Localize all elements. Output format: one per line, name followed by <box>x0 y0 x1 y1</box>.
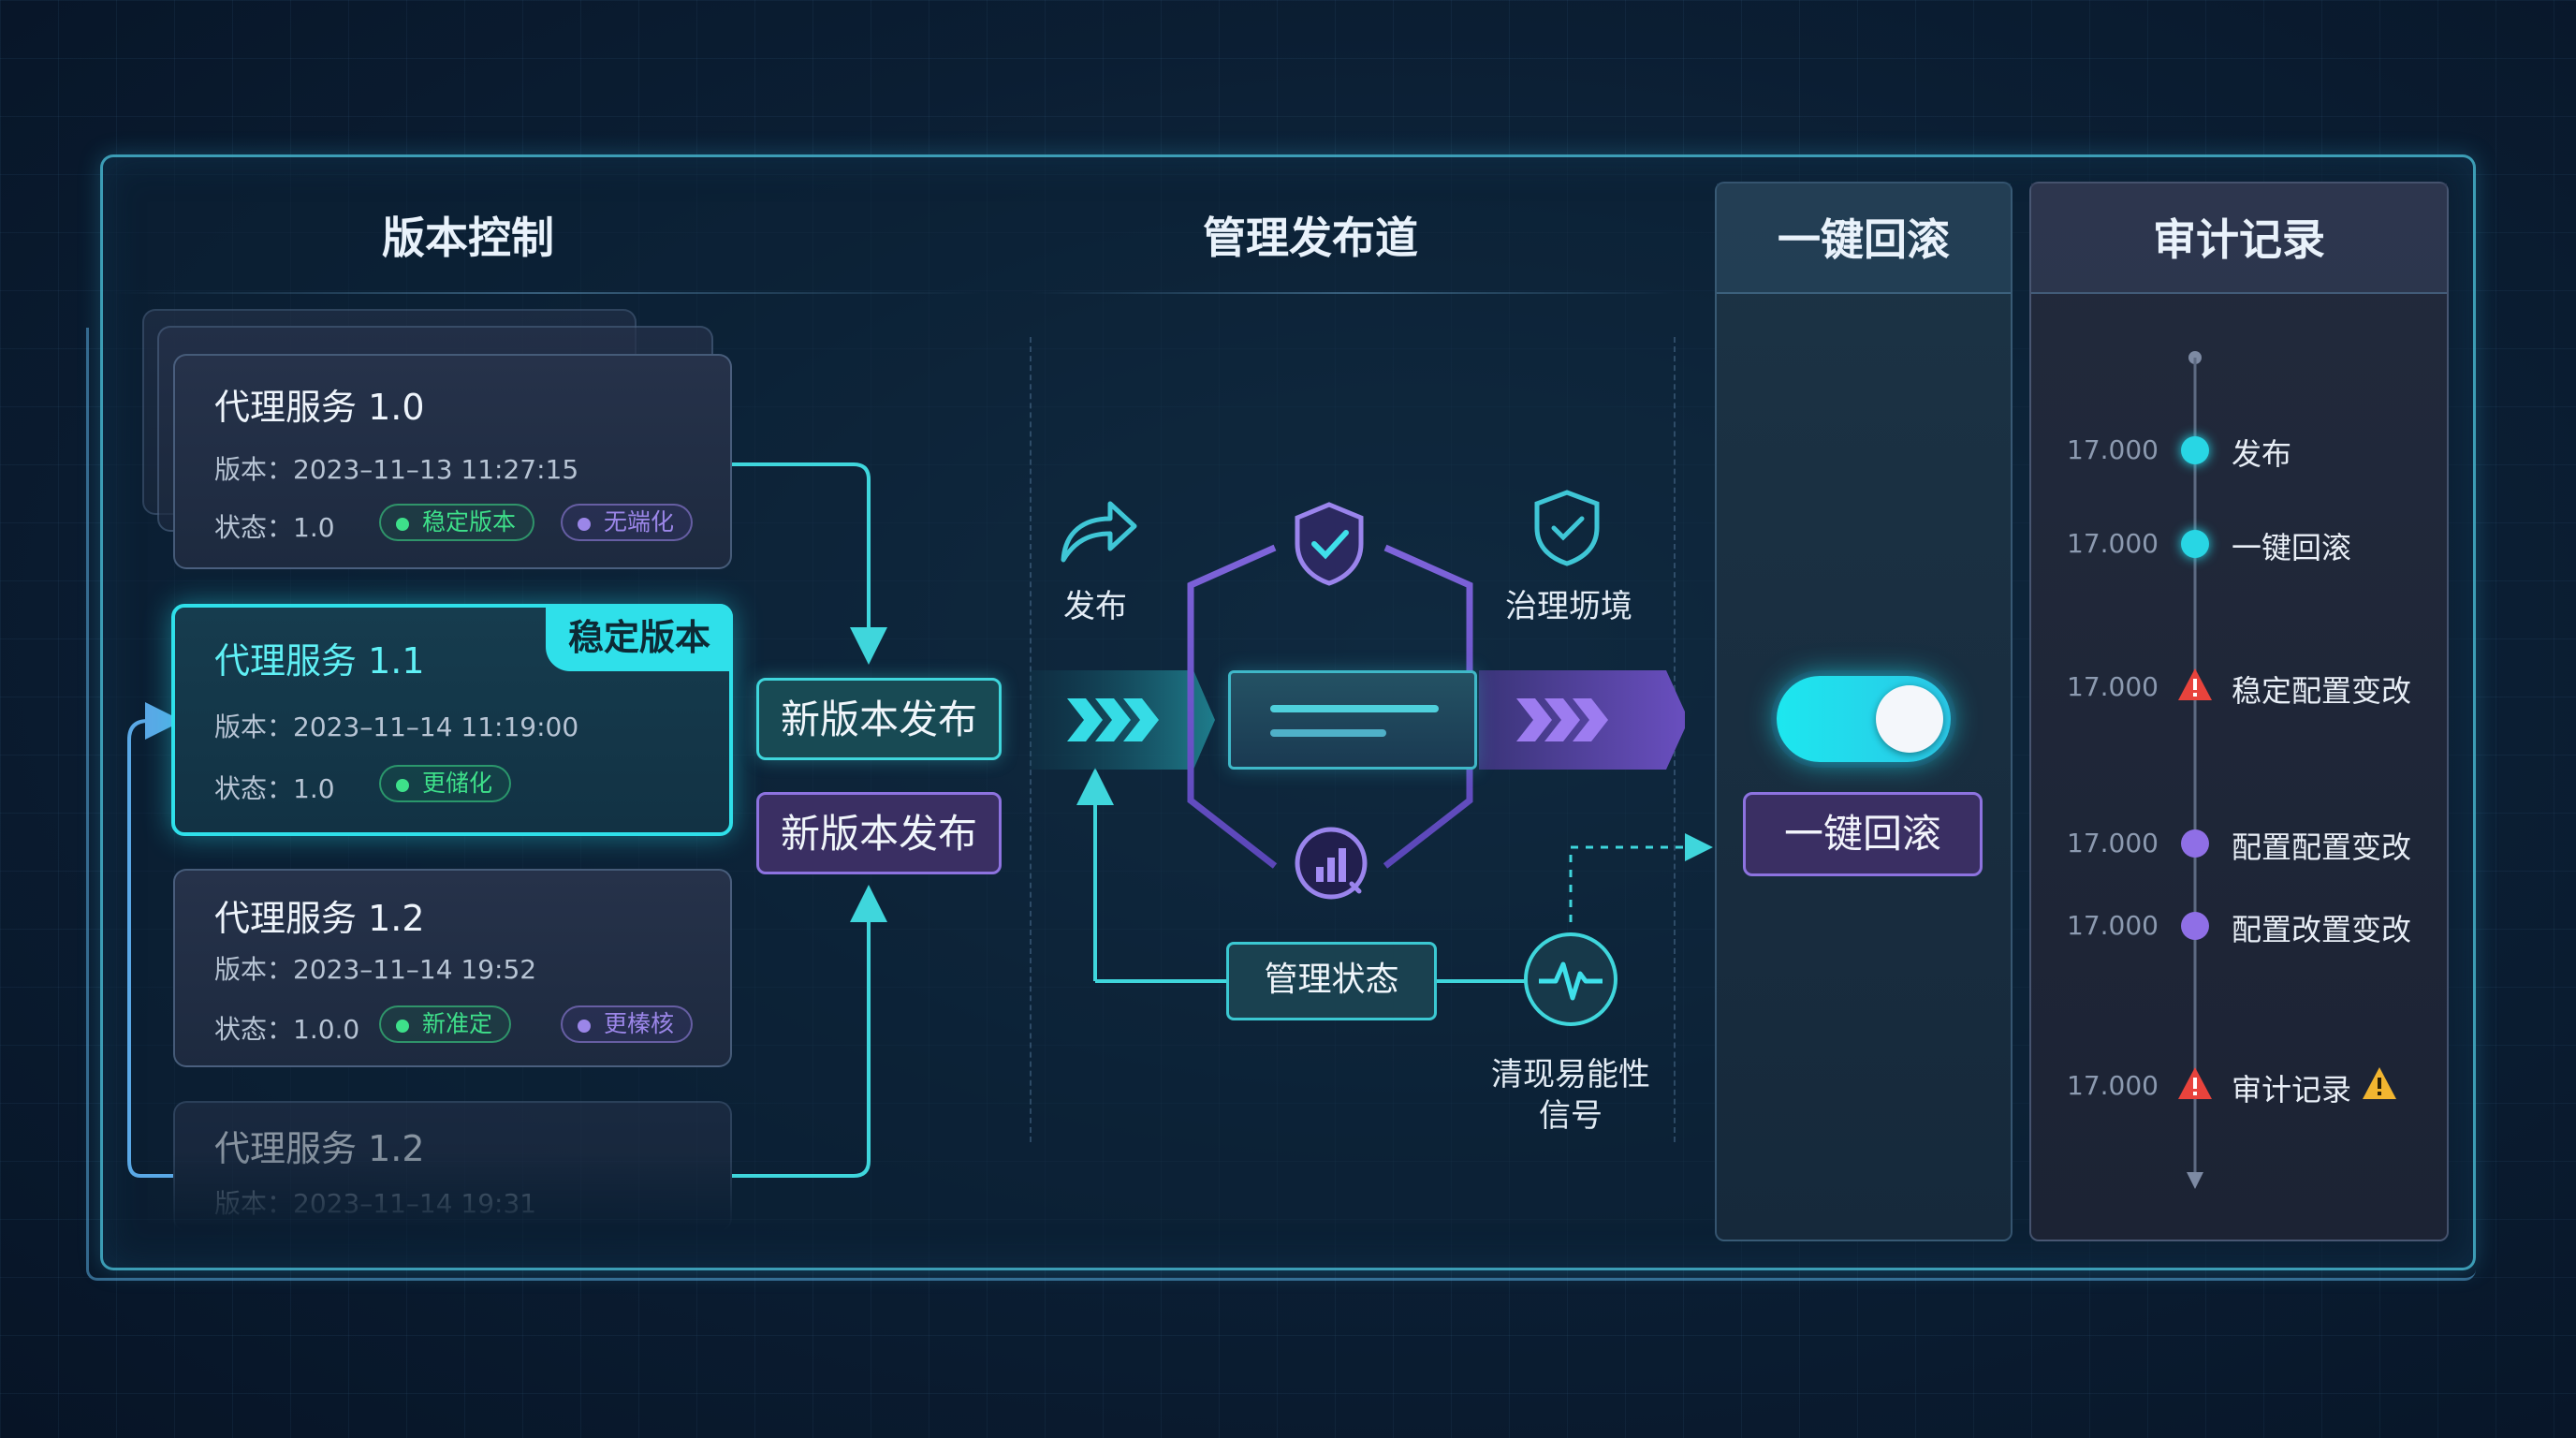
timeline-time: 17.000 <box>2067 910 2159 941</box>
timeline-label: 一键回滚 <box>2232 530 2352 565</box>
signal-label-1: 清现易能性 <box>1491 1056 1650 1093</box>
version-card-1-0[interactable]: 代理服务 1.0 版本：2023–11–13 11:27:15 状态：1.0 稳… <box>173 354 732 569</box>
timeline-axis <box>2187 351 2203 1189</box>
card-title: 代理服务 1.2 <box>214 898 425 939</box>
timeline-time: 17.000 <box>2067 434 2159 465</box>
timeline-dot <box>2181 530 2209 558</box>
version-card-1-1[interactable]: 稳定版本 代理服务 1.1 版本：2023–11–14 11:19:00 状态：… <box>171 604 733 836</box>
governance-shield-icon <box>1534 490 1600 566</box>
divider <box>112 292 983 294</box>
release-pipeline-title: 管理发布道 <box>1203 213 1418 263</box>
status-badge: 稳定版本 <box>379 504 535 541</box>
pulse-signal-icon <box>1524 932 1617 1026</box>
management-state-button[interactable]: 管理状态 <box>1226 942 1437 1020</box>
status-badge: 更储化 <box>379 765 512 802</box>
progress-line <box>1270 729 1386 737</box>
status-badge: 无端化 <box>561 504 694 541</box>
card-title: 代理服务 1.2 <box>214 1128 425 1169</box>
timeline-time: 17.000 <box>2067 828 2159 858</box>
version-control-title: 版本控制 <box>382 213 554 263</box>
card-status: 状态：1.0 <box>214 773 335 804</box>
status-badge: 新准定 <box>379 1005 512 1043</box>
timeline-label: 稳定配置变改 <box>2232 673 2412 709</box>
outer-frame-shadow <box>86 328 2476 1281</box>
timeline-label: 配置改置变改 <box>2232 912 2412 947</box>
timeline-label: 发布 <box>2232 436 2292 472</box>
card-version: 版本：2023–11–14 19:31 <box>214 1188 537 1219</box>
stable-version-tag: 稳定版本 <box>546 604 733 671</box>
card-version: 版本：2023–11–14 19:52 <box>214 954 537 985</box>
card-version: 版本：2023–11–13 11:27:15 <box>214 454 579 485</box>
rollback-panel-header <box>1717 183 2011 294</box>
card-status: 状态：1.0.0 <box>214 1014 360 1045</box>
pipeline-flow <box>1030 670 1685 770</box>
card-title: 代理服务 1.1 <box>214 640 425 682</box>
rollback-title: 一键回滚 <box>1778 214 1950 265</box>
audit-panel-header <box>2031 183 2447 294</box>
publish-label: 发布 <box>1063 588 1127 625</box>
shield-check-icon <box>1295 502 1364 586</box>
card-status: 状态：1.0 <box>214 512 335 543</box>
timeline-time: 17.000 <box>2067 671 2159 702</box>
publish-share-icon <box>1061 501 1137 563</box>
signal-label-2: 信号 <box>1539 1097 1603 1135</box>
version-card-1-2[interactable]: 代理服务 1.2 版本：2023–11–14 19:52 状态：1.0.0 新准… <box>173 869 732 1067</box>
toggle-knob <box>1876 685 1943 753</box>
warning-yellow-icon <box>2363 1067 2396 1099</box>
divider <box>1030 292 1676 294</box>
card-title: 代理服务 1.0 <box>214 387 425 428</box>
rollback-button[interactable]: 一键回滚 <box>1743 792 1983 876</box>
new-release-button[interactable]: 新版本发布 <box>756 678 1002 760</box>
governance-label: 治理坜境 <box>1505 588 1632 625</box>
timeline-label: 配置配置变改 <box>2232 829 2412 865</box>
timeline-dot <box>2181 436 2209 464</box>
progress-line <box>1270 705 1439 712</box>
version-card-1-2-old[interactable]: 代理服务 1.2 版本：2023–11–14 19:31 <box>173 1101 732 1232</box>
timeline-label: 审计记录 <box>2232 1072 2352 1108</box>
rollback-toggle[interactable] <box>1777 676 1951 762</box>
warning-red-icon <box>2178 1067 2212 1099</box>
warning-red-icon <box>2178 668 2212 700</box>
timeline-dot <box>2181 912 2209 940</box>
release-center-card <box>1228 670 1477 770</box>
card-version: 版本：2023–11–14 11:19:00 <box>214 712 579 742</box>
timeline-time: 17.000 <box>2067 528 2159 559</box>
analytics-chart-icon <box>1295 827 1368 900</box>
audit-title: 审计记录 <box>2153 214 2325 265</box>
timeline-time: 17.000 <box>2067 1070 2159 1101</box>
timeline-dot <box>2181 829 2209 858</box>
new-release-button-alt[interactable]: 新版本发布 <box>756 792 1002 874</box>
status-badge: 更榛核 <box>561 1005 694 1043</box>
audit-panel: 审计记录 <box>2029 182 2449 1241</box>
